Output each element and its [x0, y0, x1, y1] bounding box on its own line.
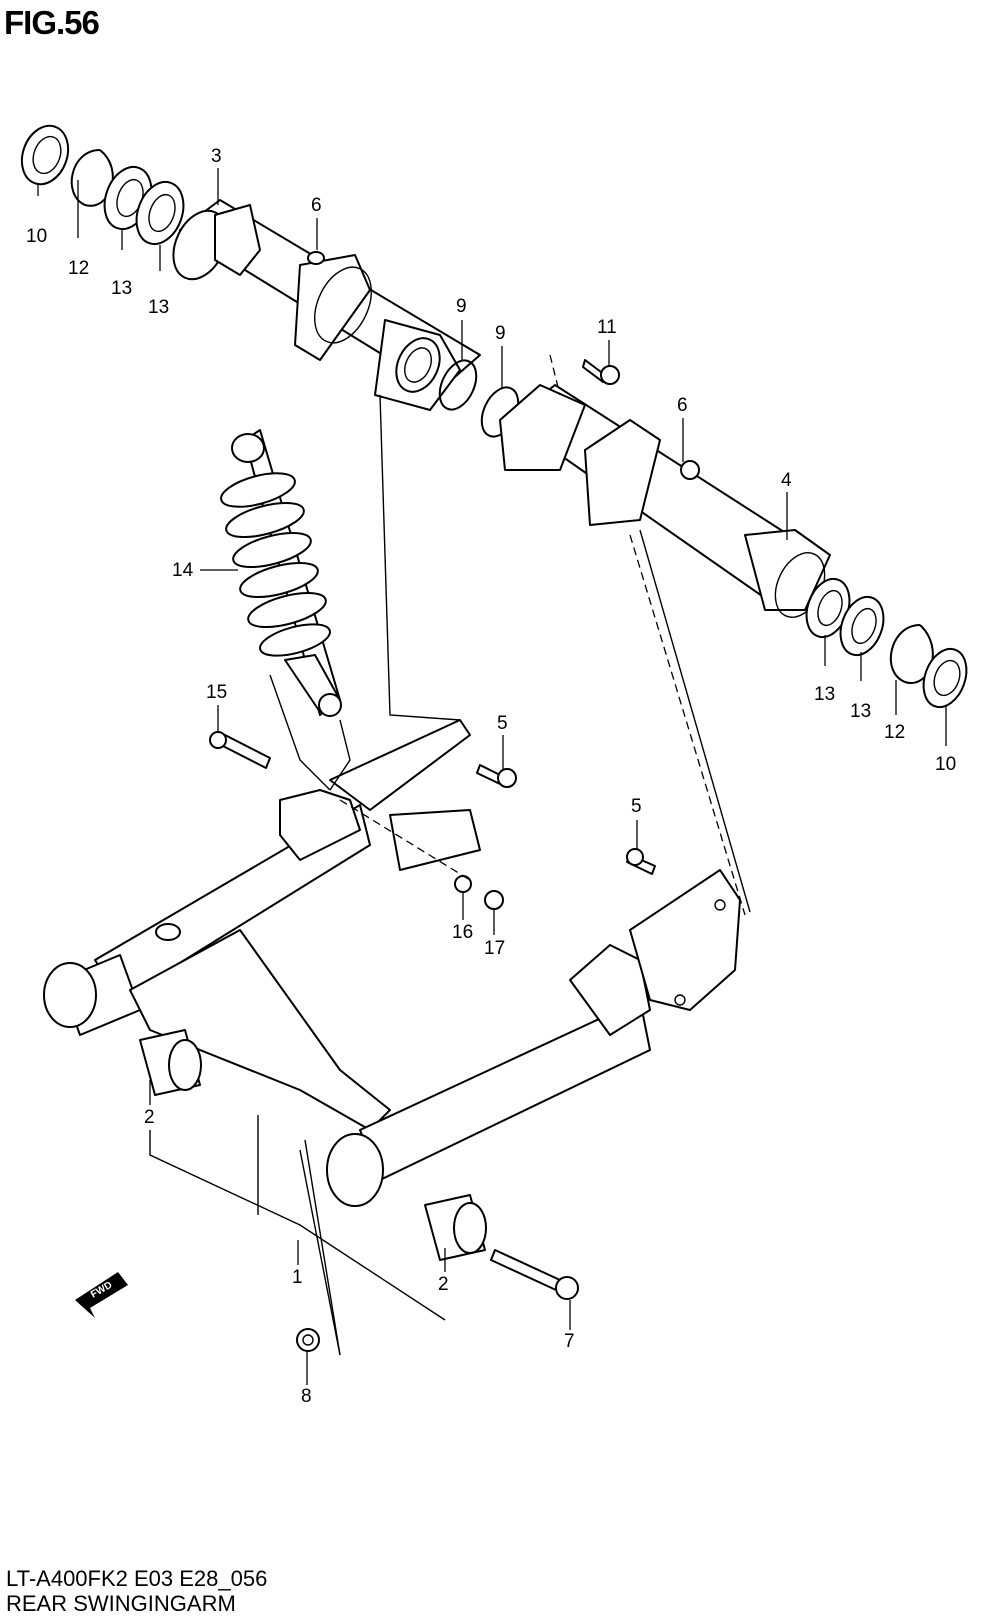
- callout-12: 12: [884, 722, 905, 743]
- figure-title: FIG.56: [4, 4, 100, 41]
- callout-9: 9: [495, 323, 506, 344]
- part-circlip-left: [70, 149, 114, 207]
- callout-13: 13: [111, 278, 132, 299]
- model-code: LT-A400FK2 E03 E28_056: [6, 1566, 268, 1591]
- part-swingarm: [43, 719, 741, 1207]
- part-pivot-bolt: [490, 1249, 579, 1300]
- callout-10: 10: [26, 226, 47, 247]
- callout-5: 5: [497, 713, 508, 734]
- callout-6: 6: [311, 195, 322, 216]
- callout-17: 17: [484, 938, 505, 959]
- part-axle-housing-right: [499, 384, 831, 618]
- guide-lines: [149, 354, 751, 1356]
- figure-name: REAR SWINGINGARM: [6, 1591, 236, 1616]
- callout-13: 13: [814, 684, 835, 705]
- callout-15: 15: [206, 682, 227, 703]
- part-pivot-bolt-upper: [626, 848, 656, 875]
- part-bushing-left: [139, 1029, 202, 1096]
- callout-13: 13: [850, 701, 871, 722]
- part-pivot-nut: [296, 1328, 320, 1352]
- part-bearing-left-inner: [135, 181, 185, 245]
- part-bushing-right: [424, 1194, 487, 1261]
- part-oil-seal-right: [922, 647, 968, 709]
- callout-1: 1: [292, 1267, 303, 1288]
- callout-14: 14: [172, 560, 194, 581]
- callout-3: 3: [211, 146, 222, 167]
- part-shock-bolt: [209, 731, 271, 769]
- part-nut-left: [307, 251, 325, 265]
- callout-4: 4: [781, 470, 792, 491]
- fwd-arrow-icon: FWD: [75, 1272, 128, 1318]
- part-bearing-right-outer: [839, 595, 885, 657]
- part-bolt-upper: [476, 764, 517, 788]
- callout-6: 6: [677, 395, 688, 416]
- exploded-parts-diagram: FWD: [20, 124, 968, 1407]
- callout-7: 7: [564, 1331, 575, 1352]
- callout-5: 5: [631, 796, 642, 817]
- callout-9: 9: [456, 296, 467, 317]
- part-axle-housing-left: [172, 199, 481, 411]
- callout-13: 13: [148, 297, 169, 318]
- callout-2: 2: [438, 1274, 449, 1295]
- callout-10: 10: [935, 754, 956, 775]
- callout-16: 16: [452, 922, 473, 943]
- part-circlip-right: [889, 624, 934, 684]
- callout-2: 2: [144, 1107, 155, 1128]
- callout-8: 8: [301, 1386, 312, 1407]
- callout-11: 11: [597, 317, 617, 338]
- part-nut-shock: [484, 890, 504, 910]
- part-bolt-right-axle: [582, 359, 620, 385]
- part-nut-right: [680, 460, 700, 480]
- part-oil-seal-left: [20, 124, 70, 186]
- callout-12: 12: [68, 258, 89, 279]
- callout-numbers: 10 12 13 13 3 6 9 9 11 6 4 13 13 12 10 1…: [26, 146, 956, 1407]
- part-shock-absorber: [220, 429, 342, 717]
- part-o-ring-left: [438, 359, 478, 411]
- callout-leaders: [37, 168, 947, 1385]
